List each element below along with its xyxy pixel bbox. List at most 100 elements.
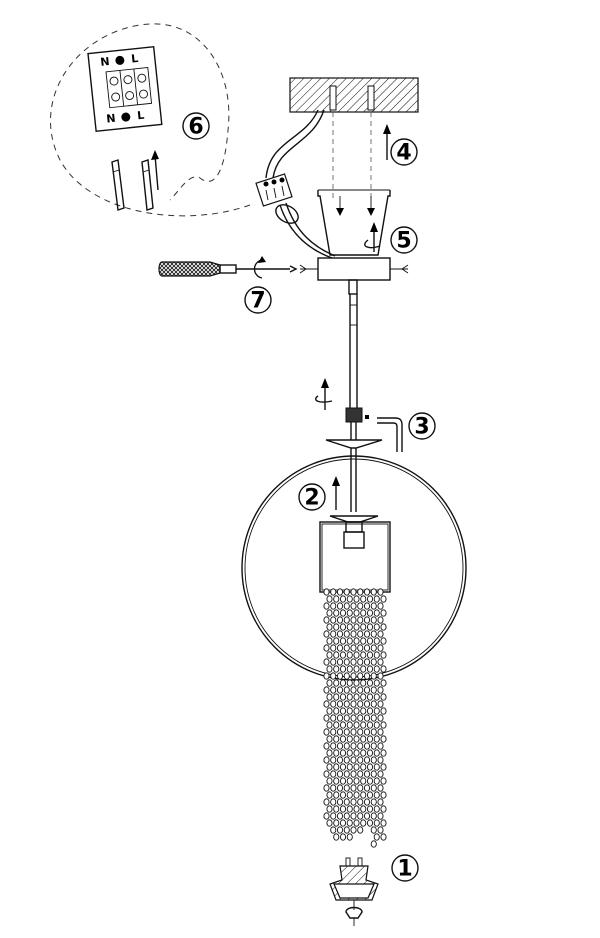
bead [366,819,374,827]
bead [357,784,364,792]
bead [380,777,387,785]
bead [323,588,330,596]
bead [377,798,384,806]
bead [333,637,340,645]
bead [357,798,364,806]
bead [360,791,367,799]
bead [377,602,384,610]
bead [343,728,350,736]
bead [366,735,374,743]
bead [346,819,353,827]
step-number-5: 5 [396,229,411,254]
bead [343,826,350,834]
bead [343,644,350,652]
bead [343,742,350,750]
bead [343,784,350,792]
bead [339,735,347,743]
bead [353,665,360,673]
ground-icon-bottom [121,112,131,122]
bead [330,770,337,778]
bead [357,742,364,750]
bead [370,826,377,834]
bead [360,679,367,687]
bead [333,595,340,603]
terminal-label-n-bottom: N [106,112,117,126]
bead [377,616,384,624]
bead [333,763,340,771]
bead [370,672,377,680]
bead [330,784,337,792]
bead [330,812,337,820]
bead [323,616,330,624]
bead [346,721,353,729]
bead [357,672,364,680]
bead [339,833,347,841]
bead [377,756,384,764]
bead [336,728,344,736]
bead [350,658,357,666]
bead [336,798,344,806]
bead [339,665,347,673]
hex-key-drawing [365,415,403,452]
bead [377,588,384,596]
rod-nut [345,407,363,423]
bead [346,749,353,757]
bead [353,805,360,813]
bead [326,693,333,701]
terminal-label-l-top: L [131,52,139,66]
bead [360,609,367,617]
bead [339,693,347,701]
bead [346,707,353,715]
bead [377,672,384,680]
bead [366,721,374,729]
bead [363,742,371,750]
bead [357,602,364,610]
bead [333,623,340,631]
bead [339,721,347,729]
bead [350,588,357,596]
bead [357,630,364,638]
bead [373,693,380,701]
terminal-connector [255,173,299,224]
bead [336,672,344,680]
terminal-label-n-top: N [100,55,111,69]
mounting-bracket [317,189,391,256]
insert-arrow-head-icon [151,150,159,160]
bead [360,651,367,659]
bead [357,826,364,834]
bead [336,616,344,624]
bead [366,651,374,659]
bead [366,623,374,631]
bead [370,784,377,792]
bead [360,665,367,673]
bead [360,735,367,743]
bead [330,826,337,834]
bead [333,693,340,701]
bulb-retainer-clip [345,906,363,919]
bead [353,819,360,827]
bead [346,833,353,841]
bead [370,770,377,778]
bead [339,791,347,799]
bead [326,679,333,687]
bead [346,609,353,617]
bead [350,616,357,624]
step-number-3: 3 [414,415,429,440]
bead [380,693,387,701]
bead [339,707,347,715]
bead [366,609,374,617]
bead [339,805,347,813]
bead [336,742,344,750]
bead [336,770,344,778]
bead [353,679,360,687]
bead [353,623,360,631]
bead [326,721,333,729]
bead [346,665,353,673]
step-marker-6: 6 [182,112,210,140]
bead [343,700,350,708]
mains-cable [265,109,319,179]
bead [373,763,380,771]
step2-arrow-icon [332,476,340,486]
bead [357,756,364,764]
bead [330,630,337,638]
